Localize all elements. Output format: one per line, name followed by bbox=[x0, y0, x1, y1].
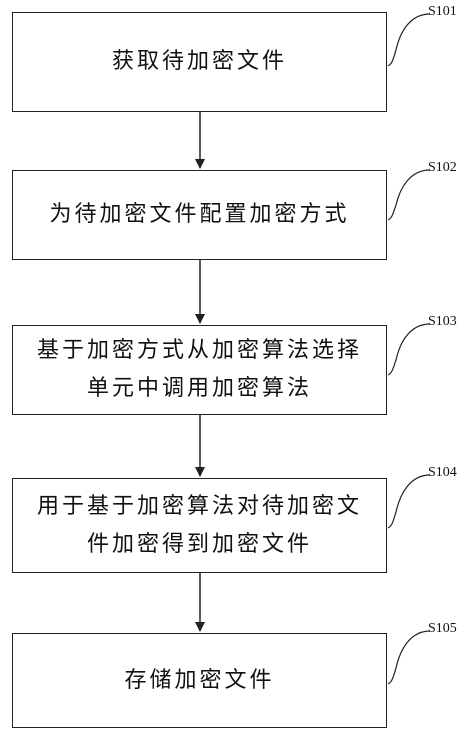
step-text-s103: 基于加密方式从加密算法选择单元中调用加密算法 bbox=[36, 338, 362, 401]
step-box-s104: 用于基于加密算法对待加密文件加密得到加密文件 bbox=[12, 478, 387, 573]
step-box-s103: 基于加密方式从加密算法选择单元中调用加密算法 bbox=[12, 325, 387, 415]
leader-line-s104 bbox=[387, 474, 431, 529]
step-box-s102: 为待加密文件配置加密方式 bbox=[12, 170, 387, 260]
step-label-s104: S104 bbox=[428, 465, 457, 480]
leader-line-s105 bbox=[387, 630, 431, 685]
leader-line-s101 bbox=[387, 13, 431, 67]
leader-line-s102 bbox=[387, 169, 431, 221]
step-label-s102: S102 bbox=[428, 160, 457, 175]
step-label-s105: S105 bbox=[428, 621, 457, 636]
step-text-s101: 获取待加密文件 bbox=[111, 49, 287, 74]
step-text-s102: 为待加密文件配置加密方式 bbox=[49, 202, 350, 227]
step-label-s103: S103 bbox=[428, 314, 457, 329]
leader-line-s103 bbox=[387, 323, 431, 376]
step-text-s105: 存储加密文件 bbox=[124, 667, 275, 693]
step-box-s105: 存储加密文件 bbox=[12, 633, 387, 728]
step-text-s104: 用于基于加密算法对待加密文件加密得到加密文件 bbox=[36, 493, 362, 557]
step-box-s101: 获取待加密文件 bbox=[12, 12, 387, 112]
step-label-s101: S101 bbox=[428, 4, 457, 19]
